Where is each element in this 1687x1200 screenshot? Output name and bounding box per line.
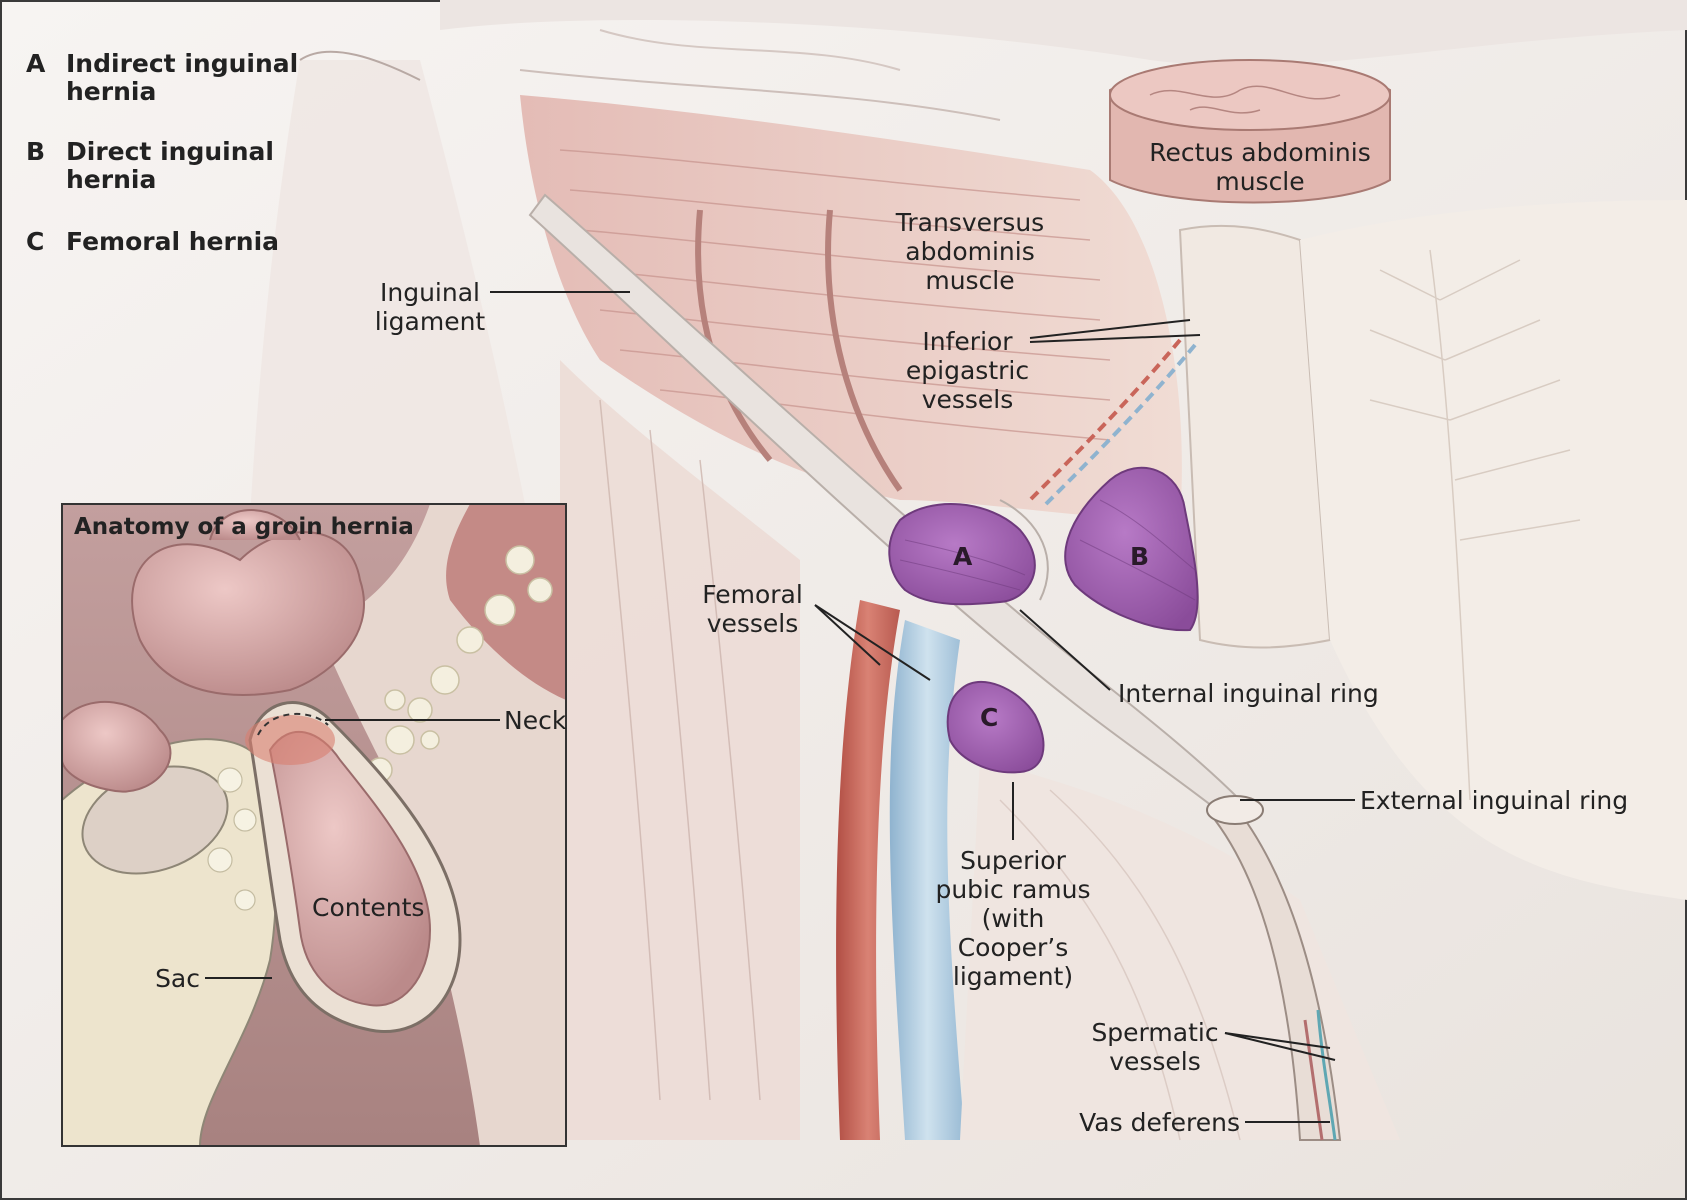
legend-text: Indirect inguinal hernia — [66, 49, 299, 106]
label-superior-pubic-ramus: Superior pubic ramus (with Cooper’s liga… — [935, 846, 1091, 991]
label-vas-deferens: Vas deferens — [1079, 1108, 1240, 1137]
inset-title: Anatomy of a groin hernia — [74, 514, 414, 540]
legend-key: A — [26, 49, 46, 78]
label-inguinal-ligament: Inguinal ligament — [374, 278, 486, 336]
legend-text: Femoral hernia — [66, 227, 280, 256]
label-spermatic-vessels: Spermatic vessels — [1091, 1018, 1219, 1076]
inset-label-sac: Sac — [155, 964, 200, 993]
marker-b: B — [1130, 542, 1150, 571]
marker-a: A — [953, 542, 973, 571]
label-rectus-abdominis: Rectus abdominis muscle — [1149, 138, 1371, 196]
label-internal-inguinal-ring: Internal inguinal ring — [1118, 679, 1379, 708]
label-external-inguinal-ring: External inguinal ring — [1360, 786, 1629, 815]
inset-label-neck: Neck — [504, 706, 567, 735]
legend-key: C — [26, 227, 45, 256]
marker-c: C — [980, 703, 999, 732]
inset-label-contents: Contents — [312, 893, 425, 922]
legend-key: B — [26, 137, 46, 166]
inset-panel — [61, 503, 567, 1147]
label-transversus-abdominis: Transversus abdominis muscle — [895, 208, 1045, 295]
legend-text: Direct inguinal hernia — [66, 137, 274, 194]
label-femoral-vessels: Femoral vessels — [702, 580, 803, 638]
label-inferior-epigastric: Inferior epigastric vessels — [905, 327, 1030, 414]
